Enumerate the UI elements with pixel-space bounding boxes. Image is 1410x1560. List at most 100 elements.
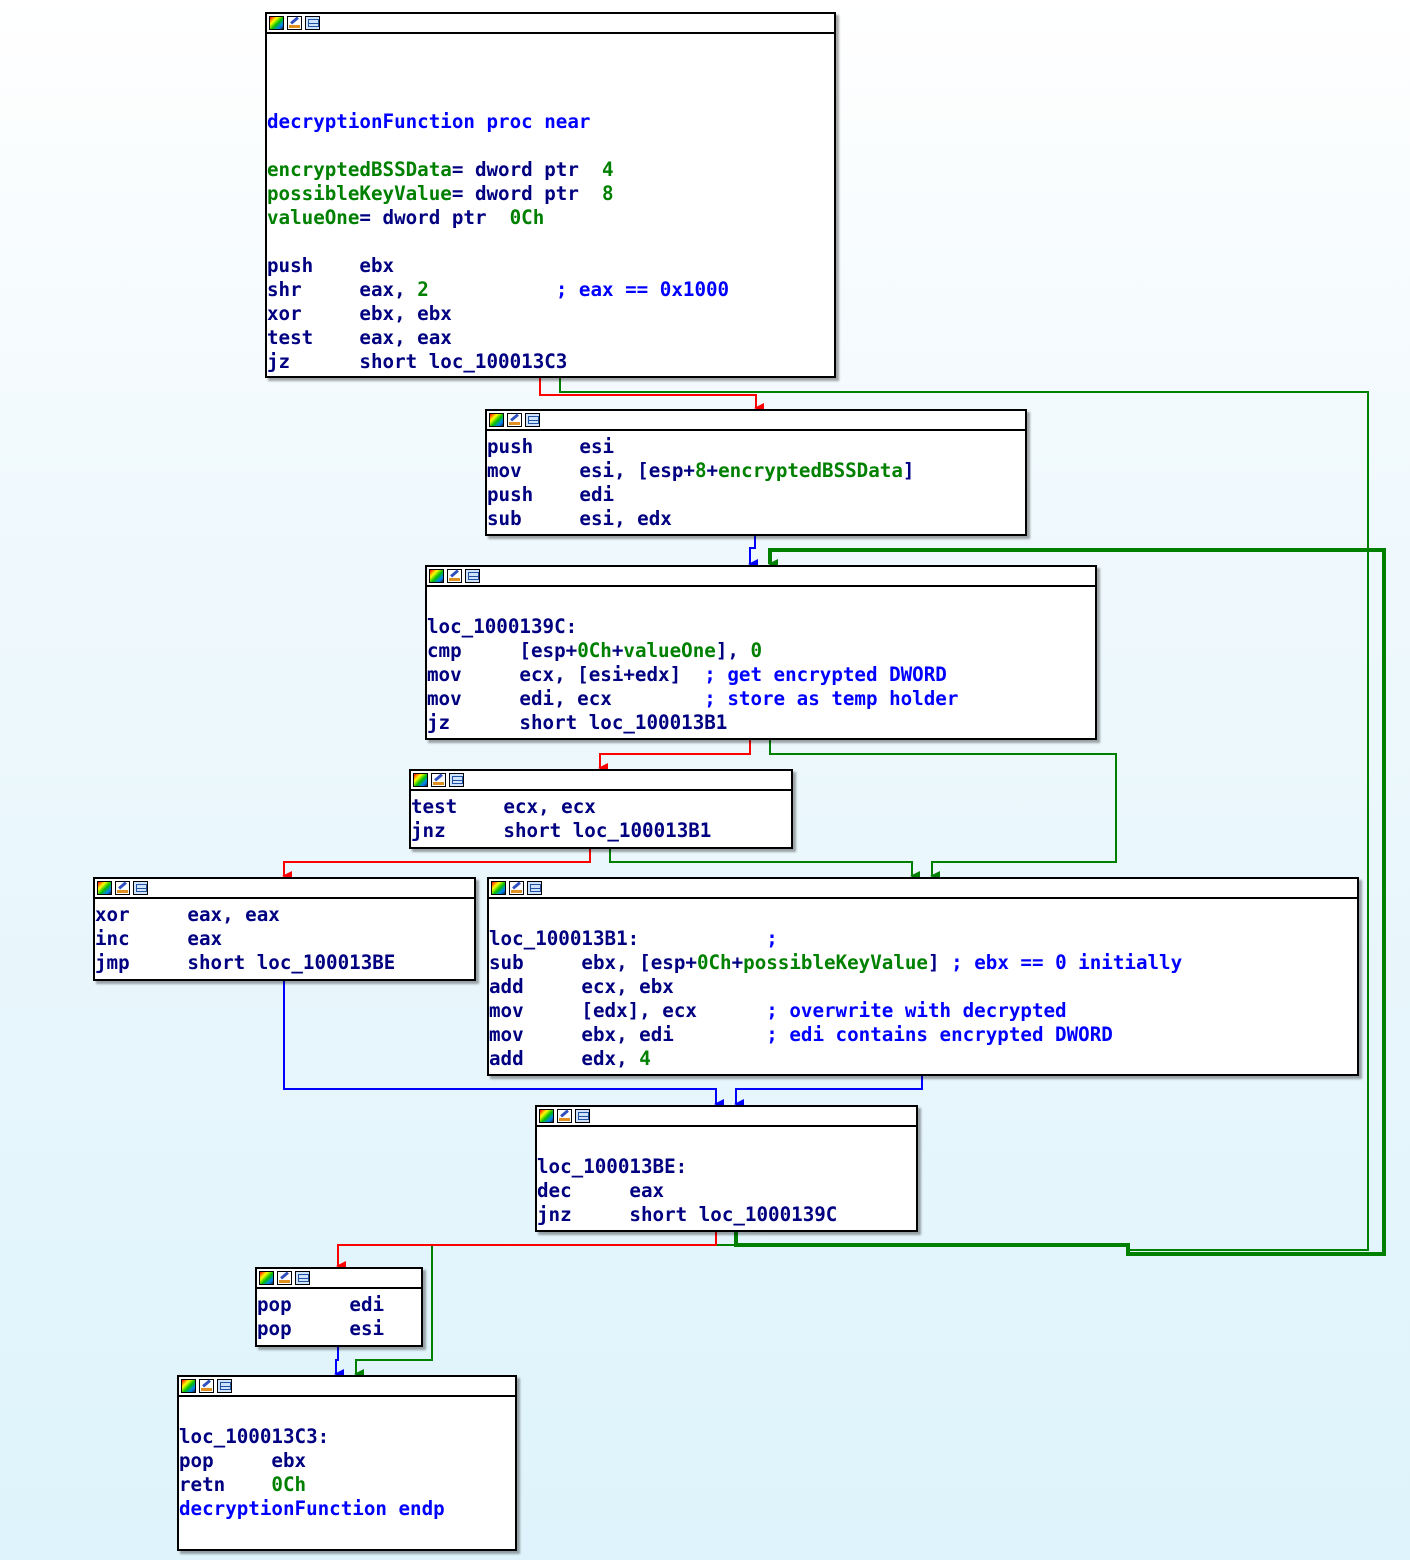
- asm-line[interactable]: encryptedBSSData= dword ptr 4: [267, 158, 834, 182]
- asm-line[interactable]: xor eax, eax: [95, 903, 474, 927]
- edit-pencil-icon[interactable]: [115, 881, 130, 895]
- asm-line[interactable]: mov edi, ecx ; store as temp holder: [427, 687, 1095, 711]
- block-code: decryptionFunction proc near encryptedBSS…: [267, 34, 834, 374]
- asm-line[interactable]: jnz short loc_100013B1: [411, 819, 791, 843]
- asm-line[interactable]: jmp short loc_100013BE: [95, 951, 474, 975]
- color-palette-icon[interactable]: [539, 1109, 554, 1123]
- color-palette-icon[interactable]: [489, 413, 504, 427]
- block-header: [427, 567, 1095, 587]
- asm-text: decryptionFunction proc near: [267, 110, 591, 133]
- asm-line[interactable]: cmp [esp+0Ch+valueOne], 0: [427, 639, 1095, 663]
- color-palette-icon[interactable]: [181, 1379, 196, 1393]
- edit-pencil-icon[interactable]: [431, 773, 446, 787]
- graph-window-icon[interactable]: [575, 1109, 590, 1123]
- edge-b6-b7: [734, 1076, 923, 1109]
- asm-text: jmp short loc_100013BE: [95, 951, 396, 974]
- edit-pencil-icon[interactable]: [447, 569, 462, 583]
- asm-line[interactable]: mov ecx, [esi+edx] ; get encrypted DWORD: [427, 663, 1095, 687]
- asm-line[interactable]: decryptionFunction proc near: [267, 110, 834, 134]
- asm-line[interactable]: sub ebx, [esp+0Ch+possibleKeyValue] ; eb…: [489, 951, 1357, 975]
- graph-window-icon[interactable]: [465, 569, 480, 583]
- asm-line[interactable]: jz short loc_100013C3: [267, 350, 834, 374]
- block-code: loc_100013B1: ;sub ebx, [esp+0Ch+possibl…: [489, 899, 1357, 1071]
- asm-line[interactable]: pop esi: [257, 1317, 421, 1341]
- basic-block-decrypt[interactable]: loc_100013B1: ;sub ebx, [esp+0Ch+possibl…: [487, 877, 1359, 1076]
- color-palette-icon[interactable]: [259, 1271, 274, 1285]
- asm-line[interactable]: loc_100013B1: ;: [489, 927, 1357, 951]
- asm-line[interactable]: jz short loc_100013B1: [427, 711, 1095, 735]
- asm-text: sub esi, edx: [487, 507, 672, 530]
- asm-text: mov ebx, edi: [489, 1023, 767, 1046]
- asm-line[interactable]: push edi: [487, 483, 1025, 507]
- asm-line[interactable]: retn 0Ch: [179, 1473, 515, 1497]
- blank-line: [267, 86, 834, 110]
- asm-line[interactable]: add ecx, ebx: [489, 975, 1357, 999]
- asm-line[interactable]: loc_100013BE:: [537, 1155, 916, 1179]
- asm-line[interactable]: valueOne= dword ptr 0Ch: [267, 206, 834, 230]
- asm-text: mov ecx, [esi+edx]: [427, 663, 705, 686]
- blank-line: [267, 230, 834, 254]
- asm-comment: ; edi contains encrypted DWORD: [766, 1023, 1113, 1046]
- asm-line[interactable]: loc_100013C3:: [179, 1425, 515, 1449]
- asm-comment: ; store as temp holder: [704, 687, 959, 710]
- basic-block-function-entry[interactable]: decryptionFunction proc near encryptedBSS…: [265, 12, 836, 378]
- asm-line[interactable]: decryptionFunction endp: [179, 1497, 515, 1521]
- asm-text: dec eax: [537, 1179, 665, 1202]
- graph-window-icon[interactable]: [449, 773, 464, 787]
- asm-line[interactable]: add edx, 4: [489, 1047, 1357, 1071]
- color-palette-icon[interactable]: [269, 16, 284, 30]
- color-palette-icon[interactable]: [491, 881, 506, 895]
- color-palette-icon[interactable]: [429, 569, 444, 583]
- asm-text: jnz short loc_1000139C: [537, 1203, 838, 1226]
- asm-line[interactable]: shr eax, 2 ; eax == 0x1000: [267, 278, 834, 302]
- asm-text: retn: [179, 1473, 272, 1496]
- graph-window-icon[interactable]: [525, 413, 540, 427]
- asm-text: ]: [928, 951, 952, 974]
- asm-line[interactable]: inc eax: [95, 927, 474, 951]
- edit-pencil-icon[interactable]: [277, 1271, 292, 1285]
- asm-line[interactable]: dec eax: [537, 1179, 916, 1203]
- asm-line[interactable]: jnz short loc_1000139C: [537, 1203, 916, 1227]
- asm-line[interactable]: mov ebx, edi ; edi contains encrypted DW…: [489, 1023, 1357, 1047]
- asm-text: cmp [esp+: [427, 639, 578, 662]
- graph-window-icon[interactable]: [133, 881, 148, 895]
- asm-line[interactable]: sub esi, edx: [487, 507, 1025, 531]
- asm-line[interactable]: mov [edx], ecx ; overwrite with decrypte…: [489, 999, 1357, 1023]
- asm-line[interactable]: push esi: [487, 435, 1025, 459]
- color-palette-icon[interactable]: [97, 881, 112, 895]
- asm-line[interactable]: loc_1000139C:: [427, 615, 1095, 639]
- graph-window-icon[interactable]: [305, 16, 320, 30]
- immediate-value: 2: [417, 278, 429, 301]
- asm-line[interactable]: pop edi: [257, 1293, 421, 1317]
- asm-text: ]: [902, 459, 915, 482]
- graph-window-icon[interactable]: [527, 881, 542, 895]
- color-palette-icon[interactable]: [413, 773, 428, 787]
- asm-line[interactable]: mov esi, [esp+8+encryptedBSSData]: [487, 459, 1025, 483]
- block-header: [487, 411, 1025, 431]
- edit-pencil-icon[interactable]: [557, 1109, 572, 1123]
- edit-pencil-icon[interactable]: [287, 16, 302, 30]
- asm-line[interactable]: possibleKeyValue= dword ptr 8: [267, 182, 834, 206]
- block-header: [411, 771, 791, 791]
- graph-window-icon[interactable]: [217, 1379, 232, 1393]
- asm-line[interactable]: xor ebx, ebx: [267, 302, 834, 326]
- edit-pencil-icon[interactable]: [199, 1379, 214, 1393]
- edit-pencil-icon[interactable]: [509, 881, 524, 895]
- asm-line[interactable]: test ecx, ecx: [411, 795, 791, 819]
- asm-text: push edi: [487, 483, 615, 506]
- asm-text: mov [edx], ecx: [489, 999, 767, 1022]
- asm-text: loc_100013B1:: [489, 927, 640, 950]
- asm-line[interactable]: test eax, eax: [267, 326, 834, 350]
- edit-pencil-icon[interactable]: [507, 413, 522, 427]
- asm-line[interactable]: pop ebx: [179, 1449, 515, 1473]
- graph-window-icon[interactable]: [295, 1271, 310, 1285]
- asm-line[interactable]: push ebx: [267, 254, 834, 278]
